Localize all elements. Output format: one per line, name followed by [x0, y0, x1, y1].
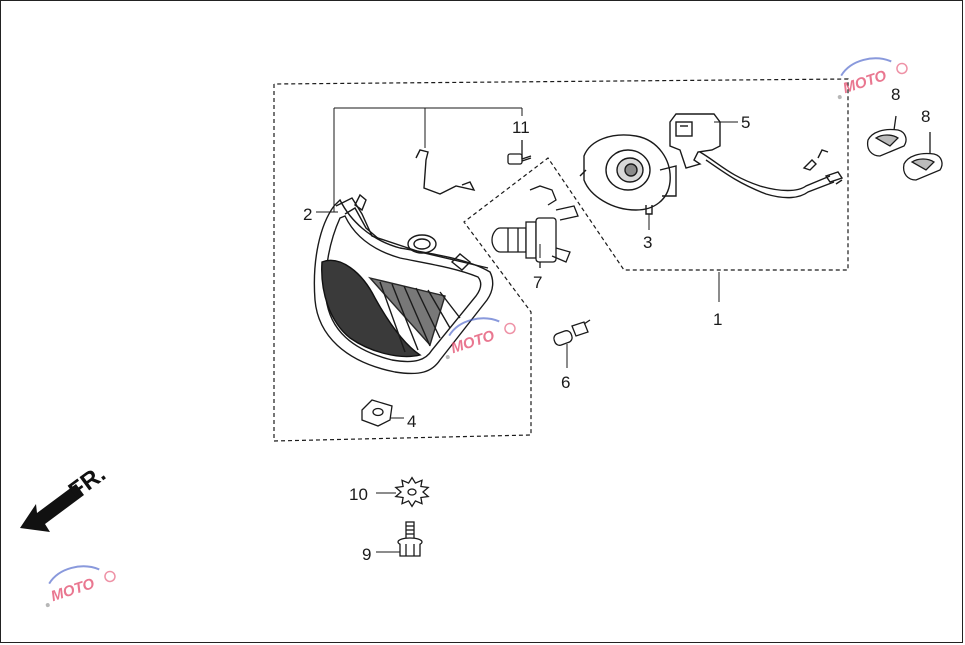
bolt-illustration — [397, 521, 423, 557]
callout-2: 2 — [303, 205, 312, 224]
clip-illustration-a — [866, 115, 907, 157]
screw-illustration — [507, 140, 532, 165]
socket-connector-illustration — [669, 113, 844, 199]
front-direction-arrow-icon: FR. — [20, 460, 111, 532]
svg-text:MOTO: MOTO — [49, 575, 97, 605]
position-bulb-illustration — [553, 319, 591, 346]
callout-8-a: 8 — [891, 85, 900, 104]
wire-hook-illustration — [415, 149, 476, 195]
headlight-housing-illustration — [313, 193, 494, 375]
callout-1: 1 — [713, 310, 722, 329]
assembly-dashed-outline — [273, 78, 849, 442]
callout-10: 10 — [349, 485, 368, 504]
callout-4: 4 — [407, 412, 416, 431]
callout-5: 5 — [741, 113, 750, 132]
callout-9: 9 — [362, 545, 371, 564]
dust-cover-illustration — [579, 134, 677, 215]
nut-illustration — [361, 399, 393, 427]
callout-6: 6 — [561, 373, 570, 392]
clip-illustration-b — [902, 132, 943, 181]
star-washer-illustration — [394, 476, 430, 508]
leader-2 — [316, 107, 523, 213]
callout-11: 11 — [512, 118, 530, 137]
svg-text:MOTO: MOTO — [841, 67, 889, 97]
callout-3: 3 — [643, 233, 652, 252]
halogen-bulb-illustration — [491, 185, 579, 268]
callout-7: 7 — [533, 273, 542, 292]
watermark-logo-bottom-left: MOTO — [45, 565, 116, 608]
callout-8-b: 8 — [921, 107, 930, 126]
